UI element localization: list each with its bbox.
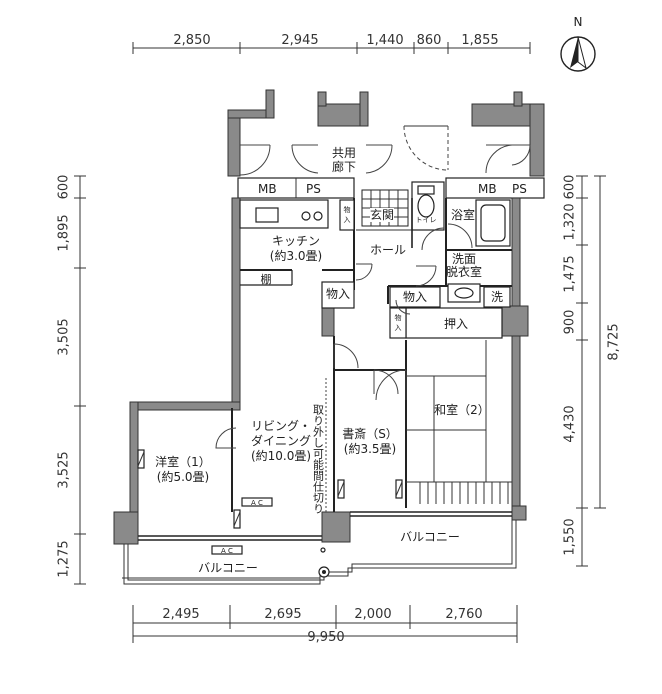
dim-right-5: 4,430 <box>563 405 578 442</box>
ps-right-label: PS <box>512 182 527 196</box>
ac-living-label: A C <box>251 499 263 507</box>
toilet-label: トイレ <box>416 216 437 224</box>
mb-right-label: MB <box>478 182 497 196</box>
dim-right-6: 1,550 <box>563 518 578 555</box>
dim-left-4: 3,525 <box>57 451 72 488</box>
dim-right-4: 900 <box>563 310 578 335</box>
hall-label: ホール <box>370 243 406 257</box>
storage-vert-line1: 物 <box>395 313 402 322</box>
balcony-left-label: バルコニー <box>198 561 258 575</box>
washer-label: 洗 <box>491 290 503 304</box>
dim-bottom-total: 9,950 <box>307 630 344 645</box>
japanese-room-label: 和室（2） <box>434 402 490 417</box>
ac-units: A C A C <box>211 497 273 555</box>
left-dimension-chain: 600 1,895 3,505 3,525 1,275 <box>57 175 86 585</box>
kitchen-label-line1: キッチン <box>272 234 320 248</box>
ac-balcony-label: A C <box>221 547 233 555</box>
dim-top-5: 1,855 <box>461 33 498 48</box>
removable-partition-label: 取り外し可能間仕切り <box>312 404 325 514</box>
right-dimension-chain: 600 1,320 1,475 900 4,430 1,550 8,725 <box>563 175 622 567</box>
dim-bottom-1: 2,495 <box>162 607 199 622</box>
storage-mid-label: 物入 <box>403 290 427 304</box>
interior-doors <box>215 263 411 449</box>
balcony: バルコニー バルコニー <box>122 520 517 585</box>
washroom-label-line2: 脱衣室 <box>446 264 482 279</box>
dim-top-3: 1,440 <box>366 33 403 48</box>
study-label-line1: 書斎（S） <box>342 426 398 441</box>
corridor-label-line2: 廊下 <box>332 159 356 174</box>
storage-vert-line2: 入 <box>395 324 402 332</box>
window-slits <box>137 449 403 529</box>
dim-right-3: 1,475 <box>563 255 578 292</box>
toilet-room: トイレ <box>411 181 445 251</box>
dim-right-2: 1,320 <box>563 203 578 240</box>
shelf-label: 棚 <box>261 272 272 286</box>
study-label-line2: (約3.5畳) <box>344 441 396 456</box>
living-label-line2: ダイニング <box>251 433 311 448</box>
corridor-structure: 共用 廊下 <box>227 89 545 177</box>
dim-left-2: 1,895 <box>57 214 72 251</box>
interior-partitions <box>138 198 512 541</box>
balcony-right-label: バルコニー <box>400 530 460 544</box>
storage-small-line2: 入 <box>344 216 351 224</box>
storage-small-line1: 物 <box>344 205 351 214</box>
bathroom-label: 浴室 <box>451 207 475 222</box>
entrance-label: 玄関 <box>370 207 394 222</box>
dim-top-4: 860 <box>417 33 442 48</box>
north-compass-icon: N <box>560 15 596 72</box>
corridor-label-line1: 共用 <box>332 146 356 160</box>
dim-left-5: 1,275 <box>57 540 72 577</box>
bottom-dimension-chain: 2,495 2,695 2,000 2,760 9,950 <box>132 605 518 645</box>
dim-left-3: 3,505 <box>57 318 72 355</box>
washroom-label-line1: 洗面 <box>452 252 476 266</box>
compass-north-label: N <box>574 15 583 29</box>
storage-left-label: 物入 <box>326 287 350 301</box>
dim-bottom-3: 2,000 <box>354 607 391 622</box>
dim-bottom-2: 2,695 <box>264 607 301 622</box>
top-dimension-chain: 2,850 2,945 1,440 860 1,855 <box>132 33 531 54</box>
washroom: 洗面 脱衣室 <box>415 252 482 303</box>
living-label-line3: (約10.0畳) <box>251 448 311 463</box>
dim-left-1: 600 <box>57 175 72 200</box>
living-label-line1: リビング・ <box>251 419 311 433</box>
closet-label: 押入 <box>444 317 468 331</box>
mb-ps-left: MB PS <box>237 177 355 199</box>
dim-top-2: 2,945 <box>281 33 318 48</box>
dim-top-1: 2,850 <box>173 33 210 48</box>
kitchen: キッチン (約3.0畳) 棚 <box>239 199 329 286</box>
mb-ps-right: MB PS <box>445 177 545 199</box>
dim-bottom-4: 2,760 <box>445 607 482 622</box>
kitchen-label-line2: (約3.0畳) <box>270 248 322 263</box>
mb-left-label: MB <box>258 182 277 196</box>
dim-right-total: 8,725 <box>607 323 622 360</box>
bathroom: 浴室 <box>447 199 511 249</box>
dim-right-1: 600 <box>563 175 578 200</box>
entrance-area: 物 入 玄関 <box>339 189 412 231</box>
ps-left-label: PS <box>306 182 321 196</box>
western-room-label-line1: 洋室（1） <box>155 454 211 469</box>
western-room-label-line2: (約5.0畳) <box>157 469 209 484</box>
